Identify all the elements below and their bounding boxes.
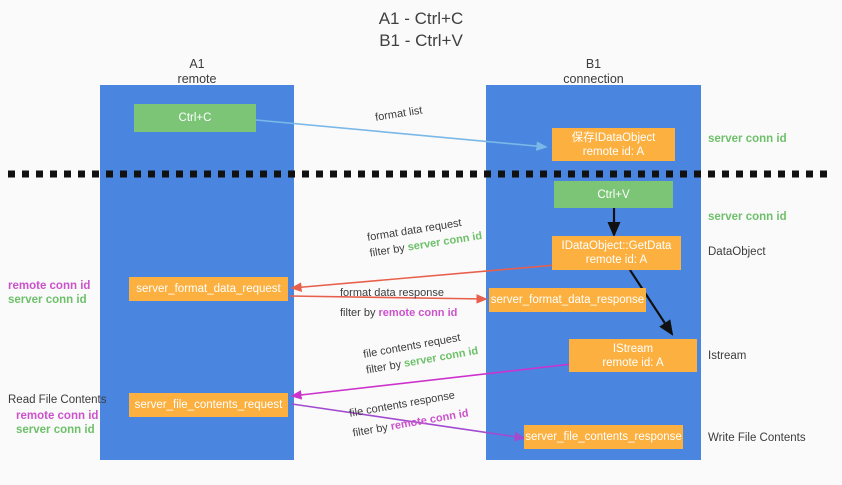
lane-b1-header: B1 connection <box>563 57 624 86</box>
box-istream[interactable]: IStream remote id: A <box>569 339 697 372</box>
filter-prefix: filter by <box>351 420 392 440</box>
label-server-conn-id-mid: server conn id <box>708 211 787 223</box>
edge-label-format-list-text: format list <box>374 104 424 124</box>
label-istream: Istream <box>708 350 747 362</box>
label-server-conn-id-2: server conn id <box>16 424 95 436</box>
box-server-file-contents-response[interactable]: server_file_contents_response <box>524 425 683 449</box>
label-server-conn-id-1: server conn id <box>8 294 87 306</box>
edge-label-format-data-response-filter: filter by remote conn id <box>340 305 457 321</box>
box-ctrl-c[interactable]: Ctrl+C <box>134 104 256 132</box>
edge-label-format-list: format list <box>374 103 424 126</box>
label-dataobject: DataObject <box>708 246 766 258</box>
label-conn-ids-upper: remote conn id server conn id <box>8 279 90 307</box>
label-conn-ids-lower: remote conn id server conn id <box>16 409 98 437</box>
label-write-file-contents: Write File Contents <box>708 432 806 444</box>
filter-prefix: filter by <box>340 307 379 319</box>
label-read-file-contents: Read File Contents <box>8 394 107 406</box>
box-server-format-data-response[interactable]: server_format_data_response <box>489 288 646 312</box>
page-title: A1 - Ctrl+C B1 - Ctrl+V <box>378 9 464 50</box>
label-remote-conn-id-1: remote conn id <box>8 280 91 292</box>
filter-prefix: filter by <box>365 358 406 377</box>
box-server-file-contents-request[interactable]: server_file_contents_request <box>129 393 288 417</box>
edge-label-format-data-request: format data request filter by server con… <box>366 212 483 261</box>
edge-label-format-data-response-title: format data response <box>340 287 444 299</box>
label-server-conn-id-top: server conn id <box>708 133 787 145</box>
box-idataobject-getdata[interactable]: IDataObject::GetData remote id: A <box>552 236 681 270</box>
lane-a1-header: A1 remote <box>177 57 217 86</box>
box-save-idataobject[interactable]: 保存IDataObject remote id: A <box>552 128 675 161</box>
edge-label-format-data-response: format data response filter by remote co… <box>340 285 457 321</box>
filter-key-remote-conn-id: remote conn id <box>378 307 458 319</box>
box-ctrl-v[interactable]: Ctrl+V <box>554 181 673 208</box>
box-server-format-data-request[interactable]: server_format_data_request <box>129 277 288 301</box>
filter-prefix: filter by <box>368 241 409 260</box>
edge-label-file-contents-request: file contents request filter by server c… <box>362 327 480 378</box>
label-remote-conn-id-2: remote conn id <box>16 410 99 422</box>
edge-label-file-contents-response: file contents response filter by remote … <box>348 386 470 442</box>
